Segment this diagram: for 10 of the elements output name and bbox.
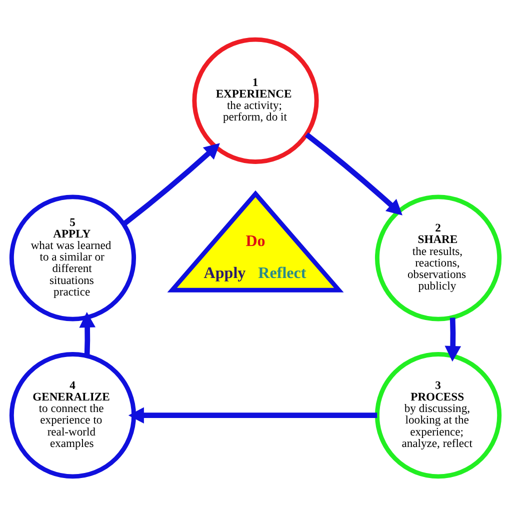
node-circle: 5 APPLY what was learned to a similar or different situations practice <box>9 194 136 322</box>
node-circle: 1 EXPERIENCE the activity; perform, do it <box>192 37 319 164</box>
arrow <box>79 312 96 356</box>
node-circle: 4 GENERALIZE to connect the experience to real-world examples <box>9 352 136 479</box>
arrow <box>304 132 402 216</box>
node-circle: 2 SHARE the results, reactions, observations publicly <box>374 194 502 322</box>
node-circle: 3 PROCESS by discussing, looking at the experience; analyze, reflect <box>374 352 502 479</box>
arrow <box>128 407 378 424</box>
arrow <box>122 143 220 226</box>
arrow <box>444 318 462 362</box>
